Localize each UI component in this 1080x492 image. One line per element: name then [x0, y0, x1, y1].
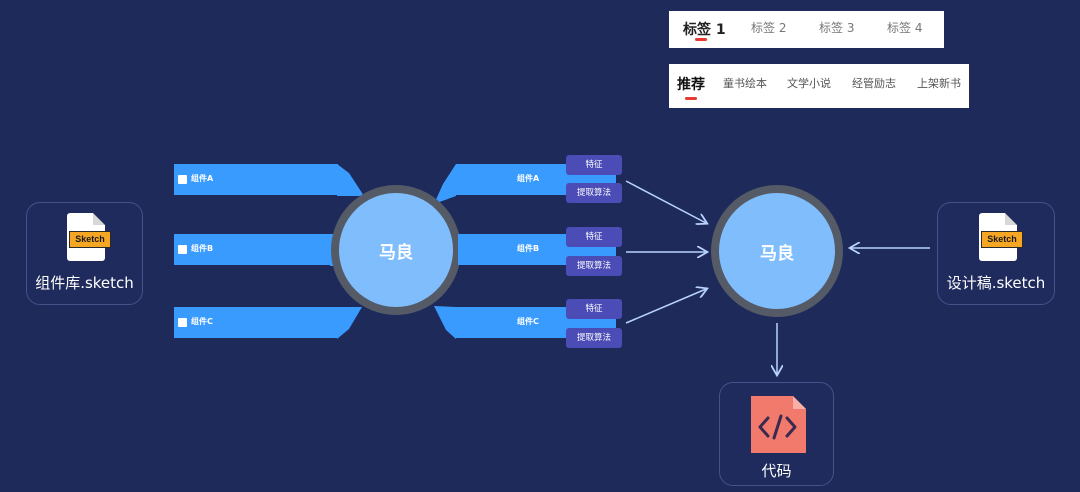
tab-bar-top: 标签 1 标签 2 标签 3 标签 4 [669, 11, 944, 48]
algorithm-tag-b: 提取算法 [566, 256, 622, 276]
output-label: 组件A [517, 174, 540, 183]
checkbox-icon [178, 318, 187, 327]
design-file-name: 设计稿.sketch [946, 274, 1046, 292]
tab-3[interactable]: 标签 3 [819, 21, 855, 35]
tab-bar-category: 推荐 童书绘本 文学小说 经管励志 上架新书 [669, 64, 969, 108]
arrow-c-to-hub [625, 289, 706, 324]
tab-recommend[interactable]: 推荐 [677, 77, 705, 93]
funnel-c-out [434, 306, 456, 339]
checkbox-icon [178, 245, 187, 254]
hub-right: 马良 [711, 185, 843, 317]
design-file-card: Sketch 设计稿.sketch [937, 202, 1055, 305]
code-output-card: 代码 [719, 382, 834, 486]
component-label: 组件B [191, 244, 214, 253]
component-bar-a: 组件A [174, 164, 338, 195]
feature-tag-a: 特征 [566, 155, 622, 175]
sketch-file-icon: Sketch [979, 213, 1023, 261]
sketch-file-icon: Sketch [67, 213, 111, 261]
component-bar-c: 组件C [174, 307, 338, 338]
tab-picture-books[interactable]: 童书绘本 [723, 77, 767, 90]
algorithm-tag-c: 提取算法 [566, 328, 622, 348]
component-label: 组件C [191, 317, 213, 326]
checkbox-icon [178, 175, 187, 184]
sketch-badge: Sketch [981, 231, 1023, 248]
tab-literature[interactable]: 文学小说 [787, 77, 831, 90]
funnel-c-in [337, 307, 362, 339]
source-file-card: Sketch 组件库.sketch [26, 202, 143, 305]
funnel-a-in [337, 164, 364, 196]
tab-4[interactable]: 标签 4 [887, 21, 923, 35]
category-active-underline [685, 97, 697, 100]
algorithm-tag-a: 提取算法 [566, 183, 622, 203]
tab-2[interactable]: 标签 2 [751, 21, 787, 35]
component-label: 组件A [191, 174, 214, 183]
tab-new-books[interactable]: 上架新书 [917, 77, 961, 90]
tab-active-underline [695, 38, 707, 41]
source-file-name: 组件库.sketch [35, 274, 134, 292]
funnel-a-out [434, 164, 456, 204]
arrow-a-to-hub [625, 180, 706, 223]
sketch-badge: Sketch [69, 231, 111, 248]
hub-left: 马良 [331, 185, 461, 315]
output-label: 组件C [517, 317, 539, 326]
tab-business[interactable]: 经管励志 [852, 77, 896, 90]
feature-tag-b: 特征 [566, 227, 622, 247]
code-file-icon [749, 396, 806, 453]
code-output-label: 代码 [761, 462, 792, 480]
tab-1[interactable]: 标签 1 [683, 22, 726, 38]
component-bar-b: 组件B [174, 234, 331, 265]
output-label: 组件B [517, 244, 540, 253]
feature-tag-c: 特征 [566, 299, 622, 319]
